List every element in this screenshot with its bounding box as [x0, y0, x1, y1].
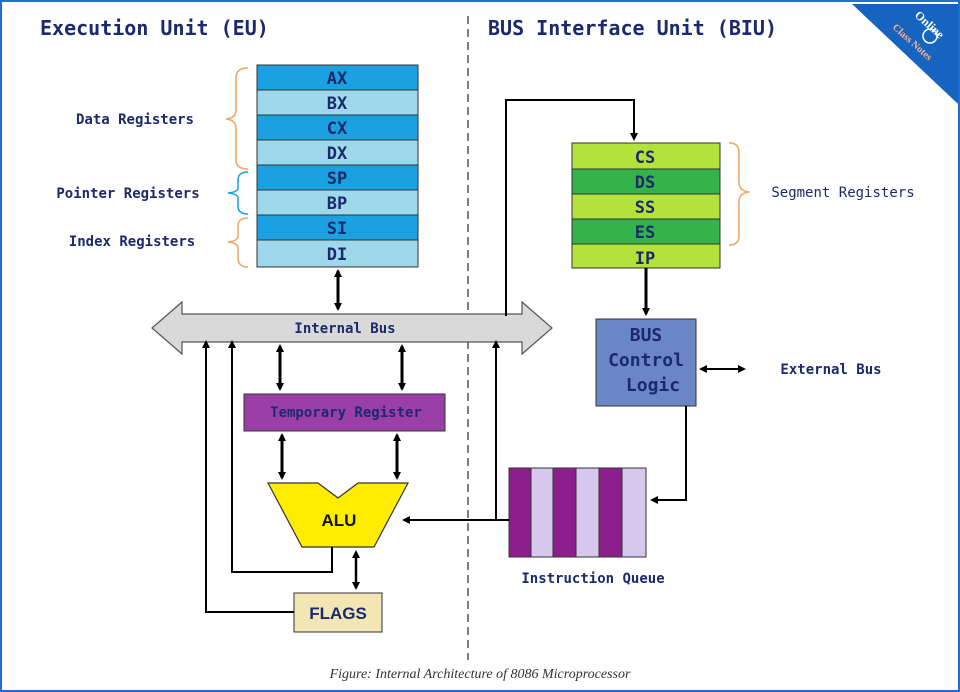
- data-registers-brace: [225, 67, 249, 170]
- alu-to-bus-line: [228, 340, 333, 573]
- flags-label: FLAGS: [309, 604, 367, 623]
- register-es: ES: [571, 218, 721, 245]
- temporary-register: [243, 393, 446, 432]
- index-registers-label: Index Registers: [69, 234, 195, 250]
- segment-registers: CS DS SS ES IP: [571, 142, 721, 269]
- register-ss-label: SS: [635, 198, 655, 218]
- eu-title: Execution Unit (EU): [40, 16, 269, 40]
- logo-emblem-icon: [922, 28, 938, 44]
- alu-label: ALU: [322, 511, 357, 530]
- instruction-queue: [508, 467, 647, 558]
- bus-control-logic: [595, 318, 697, 407]
- register-sp-label: SP: [327, 169, 347, 189]
- register-bx-label: BX: [327, 94, 348, 114]
- register-di-label: DI: [327, 245, 347, 265]
- register-bp: BP: [256, 189, 419, 216]
- instruction-queue-label: Instruction Queue: [521, 571, 664, 587]
- register-dx: DX: [256, 139, 419, 166]
- register-cs-label: CS: [635, 148, 655, 168]
- register-ip: IP: [571, 243, 721, 269]
- register-ss: SS: [571, 193, 721, 220]
- data-registers-label: Data Registers: [76, 112, 194, 128]
- index-registers-brace: [227, 217, 249, 268]
- biu-title: BUS Interface Unit (BIU): [488, 16, 777, 40]
- flags-register: [293, 592, 383, 633]
- pointer-registers-label: Pointer Registers: [56, 186, 199, 202]
- register-ip-label: IP: [635, 249, 655, 269]
- bus-control-line-3: Logic: [626, 375, 680, 396]
- flags-to-bus-line: [202, 340, 294, 613]
- segment-registers-brace: [728, 142, 750, 246]
- register-cs: CS: [571, 142, 721, 170]
- internal-bus-label: Internal Bus: [294, 321, 395, 337]
- general-registers: AX BX CX DX SP BP SI DI: [256, 64, 419, 268]
- external-bus-label: External Bus: [780, 362, 881, 378]
- alu: [267, 482, 409, 548]
- register-es-label: ES: [635, 223, 655, 243]
- register-ax-label: AX: [327, 69, 348, 89]
- bus-to-segment-line: [505, 99, 638, 316]
- register-si: SI: [256, 214, 419, 241]
- register-ax: AX: [256, 64, 419, 91]
- online-class-notes-logo: Online Class Notes: [852, 4, 958, 104]
- register-ds: DS: [571, 168, 721, 195]
- register-ds-label: DS: [635, 173, 655, 193]
- register-sp: SP: [256, 164, 419, 191]
- bus-control-to-queue-line: [650, 406, 687, 504]
- internal-bus: [151, 300, 553, 356]
- register-bx: BX: [256, 89, 419, 116]
- register-di: DI: [256, 239, 419, 268]
- register-si-label: SI: [327, 219, 347, 239]
- register-cx-label: CX: [327, 119, 348, 139]
- figure-caption: Figure: Internal Architecture of 8086 Mi…: [329, 667, 631, 682]
- register-dx-label: DX: [327, 144, 348, 164]
- segment-registers-label: Segment Registers: [771, 185, 914, 201]
- pointer-registers-brace: [227, 171, 249, 215]
- register-bp-label: BP: [327, 194, 347, 214]
- bus-control-line-1: BUS: [630, 325, 663, 346]
- bus-control-line-2: Control: [608, 350, 684, 371]
- register-cx: CX: [256, 114, 419, 141]
- temporary-register-label: Temporary Register: [270, 405, 422, 421]
